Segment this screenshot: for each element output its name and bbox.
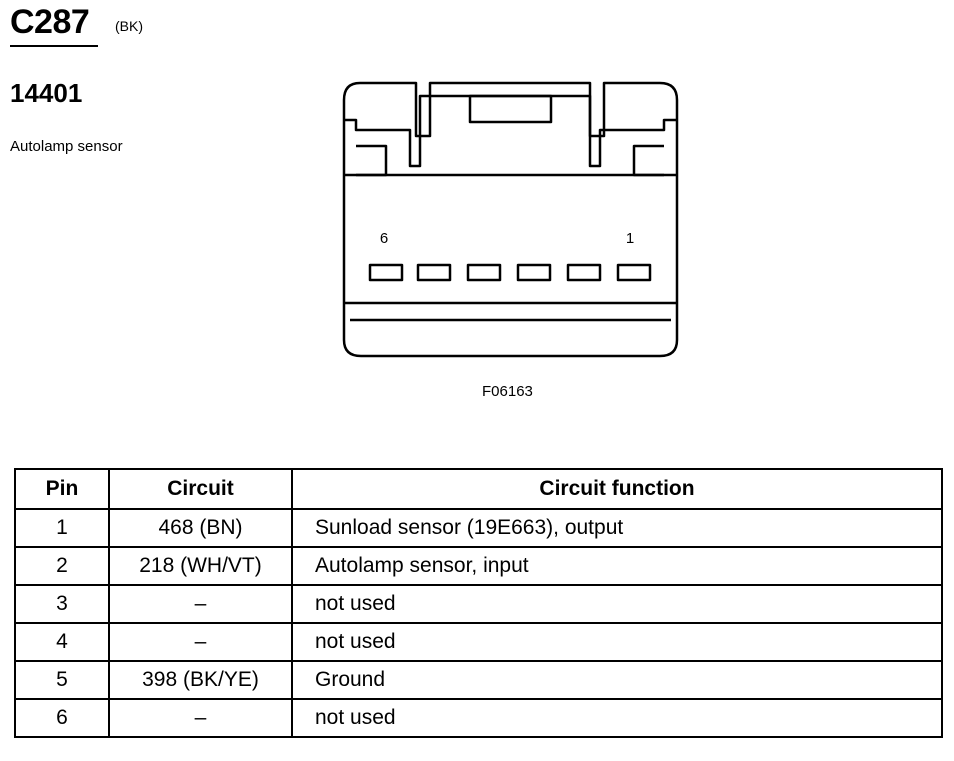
part-number: 14401 <box>10 78 83 108</box>
pin-cell: 6 <box>14 698 110 738</box>
circuit-cell: – <box>108 622 293 662</box>
circuit-cell: 218 (WH/VT) <box>108 546 293 586</box>
table-header-row: Pin Circuit Circuit function <box>14 468 943 510</box>
function-cell: not used <box>291 698 943 738</box>
table-row: 6 – not used <box>14 698 943 738</box>
table-row: 5 398 (BK/YE) Ground <box>14 660 943 700</box>
pin-cell: 1 <box>14 508 110 548</box>
pin-cell: 4 <box>14 622 110 662</box>
table-row: 1 468 (BN) Sunload sensor (19E663), outp… <box>14 508 943 548</box>
connector-latch-outline <box>344 94 677 168</box>
connector-housing-outline <box>342 81 679 358</box>
table-row: 2 218 (WH/VT) Autolamp sensor, input <box>14 546 943 586</box>
lock-tab <box>468 94 553 124</box>
circuit-cell: 398 (BK/YE) <box>108 660 293 700</box>
table-row: 4 – not used <box>14 622 943 662</box>
circuit-cell: 468 (BN) <box>108 508 293 548</box>
pinout-table: Pin Circuit Circuit function 1 468 (BN) … <box>14 468 943 738</box>
header-circuit: Circuit <box>108 468 293 510</box>
left-key <box>356 144 388 177</box>
pin-cavity-3 <box>516 263 552 282</box>
function-cell: Sunload sensor (19E663), output <box>291 508 943 548</box>
component-name: Autolamp sensor <box>10 138 123 155</box>
pin-cell: 5 <box>14 660 110 700</box>
table-row: 3 – not used <box>14 584 943 624</box>
function-cell: Autolamp sensor, input <box>291 546 943 586</box>
function-cell: not used <box>291 584 943 624</box>
connector-color: (BK) <box>115 18 143 34</box>
right-key <box>632 144 664 177</box>
circuit-cell: – <box>108 584 293 624</box>
connector-id: C287 <box>10 3 90 41</box>
circuit-cell: – <box>108 698 293 738</box>
pin-cavity-2 <box>566 263 602 282</box>
pin-cell: 3 <box>14 584 110 624</box>
pin-cavity-6 <box>368 263 404 282</box>
figure-id: F06163 <box>482 383 533 400</box>
connector-id-underline <box>10 45 98 47</box>
header-pin: Pin <box>14 468 110 510</box>
pin-cavity-1 <box>616 263 652 282</box>
function-cell: Ground <box>291 660 943 700</box>
header-circuit-function: Circuit function <box>291 468 943 510</box>
pin-label-6: 6 <box>380 230 388 247</box>
function-cell: not used <box>291 622 943 662</box>
pin-label-1: 1 <box>626 230 634 247</box>
pin-cavity-4 <box>466 263 502 282</box>
pin-cell: 2 <box>14 546 110 586</box>
connector-face-diagram: 6 1 <box>342 81 679 358</box>
pin-cavity-5 <box>416 263 452 282</box>
